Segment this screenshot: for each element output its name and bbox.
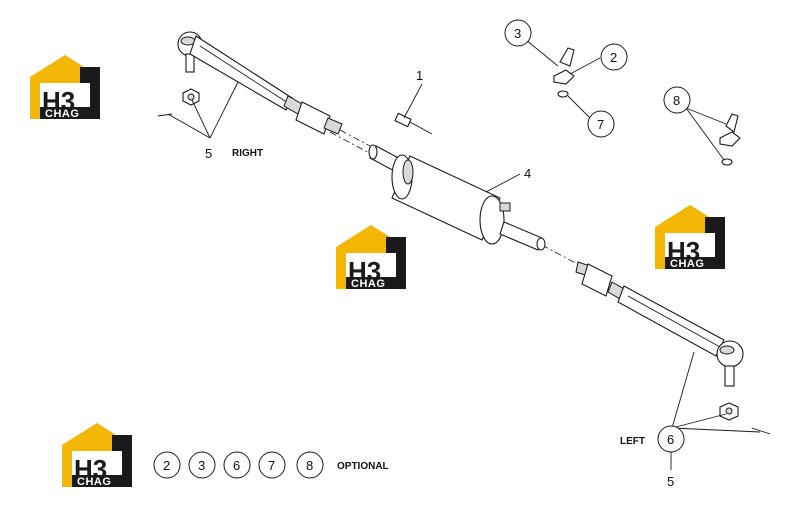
watermark-text: CHAG xyxy=(45,108,79,120)
optional-item-circle xyxy=(153,451,181,479)
callout-6-circle xyxy=(657,425,685,453)
optional-item-circle xyxy=(258,451,286,479)
leader-1 xyxy=(403,83,423,119)
grease-fitting-base xyxy=(553,69,575,85)
bolt-shank xyxy=(409,121,433,135)
callout-6: 6 xyxy=(667,432,674,447)
leader-8b xyxy=(685,107,725,161)
grease-fitting-assembly-side xyxy=(719,113,741,166)
watermark-text: CHAG xyxy=(670,258,704,270)
bolt-head xyxy=(394,112,412,128)
optional-item: 8 xyxy=(306,458,313,473)
ball-joint-right-stud xyxy=(185,53,195,73)
tie-rod-left-tube xyxy=(617,285,725,357)
leader-6-a xyxy=(671,351,695,429)
watermark-logo-center: H3 CHAG xyxy=(336,225,406,290)
hydraulic-cylinder xyxy=(368,144,546,251)
cylinder-barrel-left-ring xyxy=(402,159,414,185)
optional-item-circle xyxy=(223,451,251,479)
center-axis-line-short xyxy=(339,129,371,147)
tie-rod-left-tube-edge xyxy=(627,295,721,348)
optional-item: 6 xyxy=(233,458,240,473)
leader-8a xyxy=(685,107,727,125)
watermark-logo-right: H3 CHAG xyxy=(655,205,725,270)
cylinder-barrel-right-cap xyxy=(479,195,505,245)
tie-rod-right-tube-edge xyxy=(199,45,289,104)
callout-8: 8 xyxy=(673,93,680,108)
leader-6-c xyxy=(671,427,761,433)
tie-rod-left-adjuster xyxy=(581,263,613,297)
optional-label: OPTIONAL xyxy=(337,461,389,472)
leader-3 xyxy=(525,39,559,67)
tie-rod-right-thread xyxy=(323,117,343,135)
castle-nut-left-hole xyxy=(725,407,733,415)
optional-item: 3 xyxy=(198,458,205,473)
cylinder-rod-right-end xyxy=(536,237,546,251)
callout-2: 2 xyxy=(610,50,617,65)
tie-rod-right xyxy=(157,31,343,135)
label-left: LEFT xyxy=(620,436,645,447)
leader-4 xyxy=(485,173,521,193)
callout-8-circle xyxy=(663,86,691,114)
optional-item-circle xyxy=(188,451,216,479)
cylinder-port xyxy=(499,202,511,212)
label-right: RIGHT xyxy=(232,148,263,159)
leader-5-right-c xyxy=(209,81,239,139)
watermark-text: CHAG xyxy=(351,278,385,290)
optional-item-circle xyxy=(296,451,324,479)
leader-6-b xyxy=(671,413,727,429)
watermark-logo-bottom-left: H3 CHAG xyxy=(62,423,132,488)
optional-legend: 2 3 6 7 8 OPTIONAL xyxy=(153,451,389,479)
callout-5-left: 5 xyxy=(667,474,674,489)
castle-nut-right-hole xyxy=(187,93,195,101)
leader-5-right-b xyxy=(191,99,211,139)
callout-7-circle xyxy=(587,110,615,138)
leader-7 xyxy=(567,95,591,119)
optional-item: 2 xyxy=(163,458,170,473)
tie-rod-left xyxy=(575,261,771,435)
leader-5-right-a xyxy=(167,113,211,139)
leader-2 xyxy=(569,57,601,75)
o-ring-top xyxy=(557,90,569,98)
cylinder-rod-right xyxy=(499,221,543,251)
cylinder-rod-left-end xyxy=(368,144,378,160)
callout-7: 7 xyxy=(597,117,604,132)
grease-fitting-assembly-top xyxy=(553,47,575,98)
watermark-logo-top-left: H3 CHAG xyxy=(30,55,100,120)
cotter-pin-left xyxy=(751,427,771,435)
bolt-part-1 xyxy=(394,112,433,135)
watermark-text: CHAG xyxy=(77,476,111,488)
cotter-pin-right xyxy=(157,113,173,117)
callout-1: 1 xyxy=(416,68,423,83)
callout-3-circle xyxy=(504,19,532,47)
callout-5-right: 5 xyxy=(205,146,212,161)
ball-joint-left-stud xyxy=(724,365,735,387)
optional-item: 7 xyxy=(268,458,275,473)
ball-joint-left-highlight xyxy=(719,345,735,355)
o-ring-side xyxy=(721,158,733,166)
callout-4: 4 xyxy=(524,166,531,181)
grease-fitting-base-side xyxy=(719,131,741,147)
grease-fitting-nipple xyxy=(559,47,575,67)
grease-fitting-nipple-side xyxy=(725,113,739,133)
callout-3: 3 xyxy=(514,26,521,41)
callout-2-circle xyxy=(600,43,628,71)
tie-rod-right-adjuster xyxy=(295,101,331,135)
